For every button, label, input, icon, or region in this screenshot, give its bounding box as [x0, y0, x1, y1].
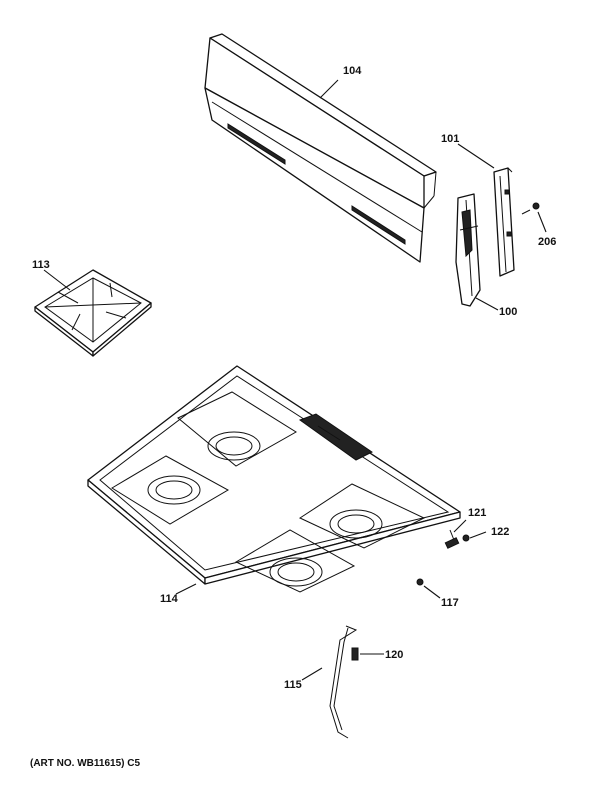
backsplash-part [204, 33, 437, 263]
callout-101: 101 [441, 133, 459, 145]
art-number: (ART NO. WB11615) C5 [30, 758, 141, 769]
callout-206: 206 [538, 236, 556, 248]
callout-122: 122 [491, 526, 509, 538]
end-cap-left-part [455, 193, 481, 307]
callout-113: 113 [32, 259, 50, 271]
callout-114: 114 [160, 593, 179, 605]
screw-117-part [416, 578, 424, 586]
callout-115: 115 [284, 679, 302, 691]
callout-104: 104 [343, 65, 362, 77]
end-cap-right-part [493, 167, 515, 277]
orifice-122-part [444, 534, 470, 549]
screw-121-part [449, 529, 455, 541]
callout-100: 100 [499, 306, 517, 318]
cooktop-part [87, 365, 461, 593]
callout-120: 120 [385, 649, 403, 661]
grate-part [34, 269, 152, 357]
clip-120-part [351, 647, 359, 661]
screw-206-part [521, 202, 540, 215]
callout-121: 121 [468, 507, 486, 519]
rod-115-part [329, 625, 358, 739]
callout-117: 117 [441, 597, 459, 609]
